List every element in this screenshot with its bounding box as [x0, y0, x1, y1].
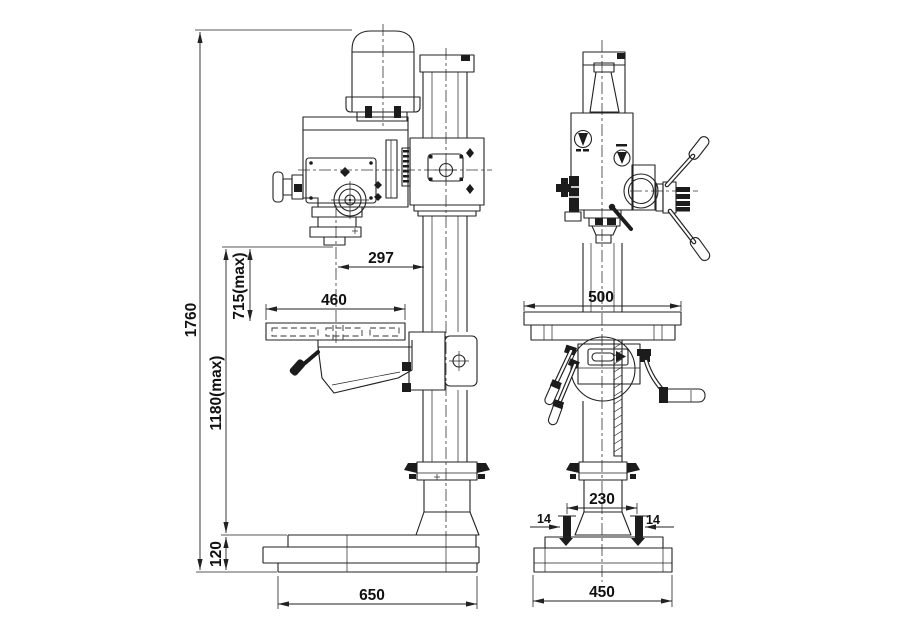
base-side — [262, 534, 480, 573]
head-clamp-lever-icon — [608, 203, 633, 231]
base-front — [533, 515, 673, 573]
dim-bolt-spacing: 230 — [589, 491, 615, 508]
column-side — [404, 48, 490, 536]
drill-head-side — [272, 116, 492, 346]
clamp-lever-2-icon — [547, 362, 578, 426]
drill-head-front — [556, 112, 711, 262]
anchor-bolt-left — [558, 515, 576, 546]
table-clamp-lever-icon — [289, 350, 320, 376]
speed-dial-icon — [573, 129, 593, 152]
dim-table-length: 460 — [321, 292, 347, 309]
table-clamp-front — [544, 336, 706, 457]
dim-base-width: 450 — [589, 584, 615, 601]
column-front — [582, 243, 623, 312]
worktable-front — [523, 311, 682, 341]
motor-front — [582, 51, 626, 114]
clamp-lever-1-icon — [544, 348, 574, 406]
dim-spindle-to-base-max: 1180(max) — [208, 356, 225, 431]
dim-bolt-right: 14 — [646, 513, 660, 527]
worktable-side — [265, 322, 478, 394]
dim-base-length: 650 — [359, 587, 385, 604]
dim-spindle-to-column: 297 — [368, 250, 394, 267]
dimensions-side: 1760 1180(max) 715(max) 120 297 460 650 — [183, 29, 478, 609]
side-view: 1760 1180(max) 715(max) 120 297 460 650 — [183, 24, 492, 609]
front-view: 500 230 14 14 450 — [523, 40, 711, 607]
dim-overall-height: 1760 — [183, 303, 200, 337]
dim-table-width: 500 — [588, 289, 614, 306]
table-crank-handle-icon — [637, 349, 706, 403]
power-switch-icon — [556, 176, 582, 222]
rack-front — [613, 339, 623, 457]
spindle-quill-front — [583, 209, 622, 244]
column-lower-front — [566, 401, 640, 536]
dim-base-height: 120 — [208, 541, 225, 567]
rack-side — [401, 147, 411, 187]
spindle-quill-side — [309, 206, 363, 246]
dim-spindle-to-table-max: 715(max) — [231, 252, 248, 319]
dimensions-front: 500 230 14 14 450 — [523, 289, 682, 607]
column-collar-front — [566, 461, 640, 481]
feed-handle-icon — [655, 136, 711, 262]
motor-side — [345, 24, 421, 128]
column-bracket-side — [409, 137, 485, 217]
anchor-bolt-right — [630, 515, 648, 546]
dim-bolt-left: 14 — [537, 512, 551, 526]
depth-scale — [385, 139, 398, 199]
column-collar-side — [404, 461, 490, 481]
cross-mark-icon — [340, 167, 350, 177]
feed-dial-icon — [613, 144, 631, 167]
handwheel-icon — [272, 171, 304, 203]
